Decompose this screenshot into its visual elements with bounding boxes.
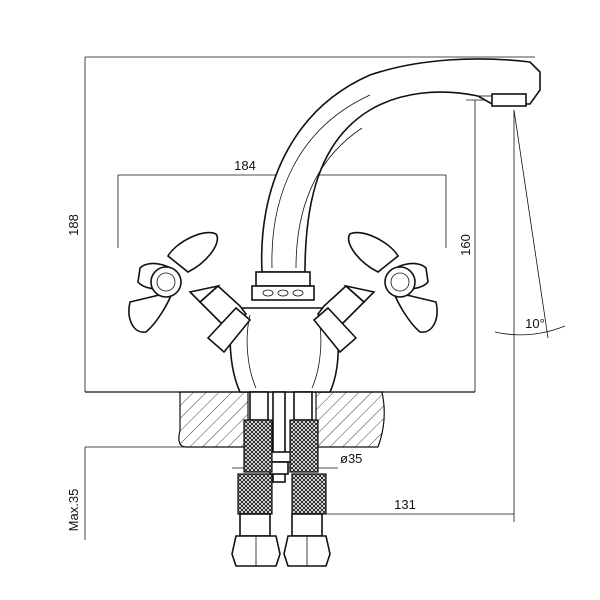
dimension-160: 160	[458, 99, 500, 392]
countertop	[85, 391, 475, 448]
dimension-160-label: 160	[458, 234, 473, 256]
right-valve	[312, 284, 376, 354]
dimension-angle: 10°	[494, 109, 566, 340]
dimension-diameter-label: ø35	[340, 451, 362, 466]
dimension-184-label: 184	[234, 158, 256, 173]
left-valve	[188, 284, 252, 354]
dimension-188: 188	[66, 56, 535, 392]
left-supply-hose	[231, 391, 281, 567]
dimension-131: 131	[320, 340, 515, 522]
mounting-stud	[265, 391, 293, 483]
dimension-131-label: 131	[394, 497, 416, 512]
right-supply-hose	[283, 391, 331, 567]
dimension-max: Max.35	[66, 446, 230, 540]
dimension-angle-label: 10°	[525, 316, 545, 331]
dimension-184: 184	[117, 158, 447, 248]
left-cross-handle	[128, 231, 219, 333]
dimension-max-label: Max.35	[66, 489, 81, 532]
spout-collar	[251, 271, 315, 301]
spout	[260, 58, 541, 273]
right-cross-handle	[347, 231, 438, 333]
dimension-188-label: 188	[66, 214, 81, 236]
